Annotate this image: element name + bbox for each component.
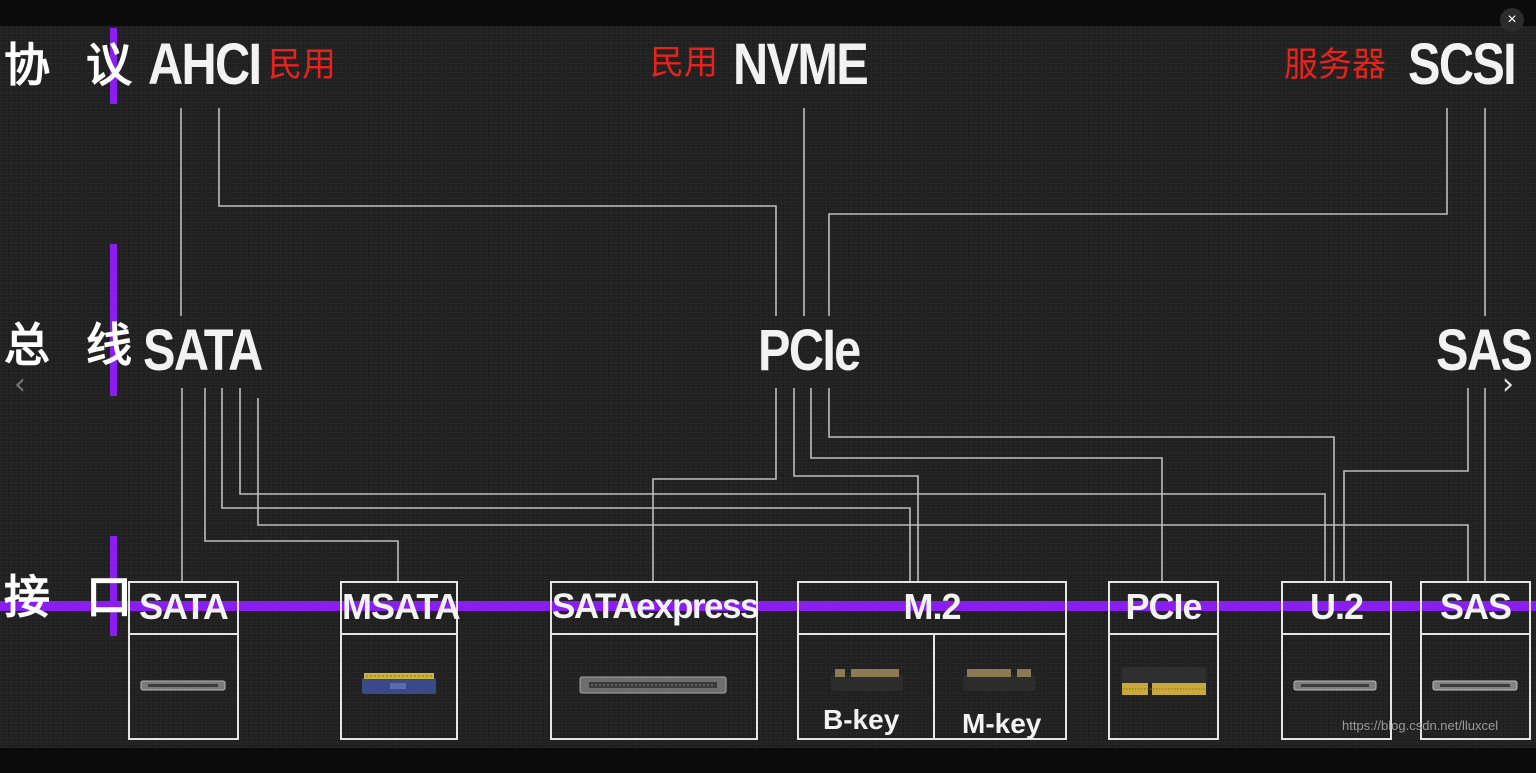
line-scsi-pcie bbox=[828, 108, 1448, 316]
bus-row-bar bbox=[110, 244, 117, 396]
interface-sata-label: SATA bbox=[139, 586, 229, 627]
interface-pcie-label: PCIe bbox=[1125, 586, 1202, 627]
diagram-board: 协 议 总 线 接 口 AHCI 民用 民用 NVME 服务器 SCSI SAT… bbox=[0, 26, 1536, 748]
bus-pcie: PCIe bbox=[758, 318, 861, 383]
interface-pcie: PCIe bbox=[1108, 581, 1219, 740]
prev-arrow-icon[interactable]: ‹ bbox=[14, 367, 26, 402]
pcie-connector-icon bbox=[1122, 667, 1206, 695]
bus-sas: SAS bbox=[1436, 318, 1533, 383]
protocol-scsi: SCSI bbox=[1408, 32, 1517, 97]
interface-msata: MSATA bbox=[340, 581, 461, 740]
line-pciebus-m2 bbox=[793, 388, 919, 581]
bus-sata: SATA bbox=[143, 318, 263, 383]
interface-m2-label: M.2 bbox=[903, 586, 961, 627]
protocol-ahci: AHCI bbox=[148, 32, 262, 97]
line-pciebus-u2 bbox=[828, 388, 1335, 581]
line-pciebus-pcie bbox=[810, 388, 1163, 581]
line-ahci-pcie bbox=[218, 108, 777, 316]
line-satabus-m2 bbox=[221, 388, 911, 581]
u2-connector-icon bbox=[1293, 680, 1377, 691]
protocol-ahci-tag: 民用 bbox=[268, 45, 336, 85]
connection-lines bbox=[180, 108, 1486, 581]
interface-row-bar bbox=[0, 601, 1536, 611]
interface-u2: U.2 bbox=[1281, 581, 1392, 740]
close-button[interactable]: × bbox=[1500, 8, 1524, 32]
interface-m2: M.2 B-key M-key bbox=[797, 581, 1067, 740]
sata-connector-icon bbox=[140, 680, 226, 691]
msata-connector-icon bbox=[362, 673, 436, 694]
m2-mkey-connector-icon bbox=[963, 669, 1035, 691]
line-sasbus-u2 bbox=[1343, 388, 1469, 581]
watermark: https://blog.csdn.net/lluxcel bbox=[1342, 718, 1499, 733]
interface-row-bar-vertical bbox=[110, 536, 117, 636]
sataexpress-connector-icon bbox=[579, 676, 727, 694]
m2-bkey-connector-icon bbox=[831, 669, 903, 691]
row-label-bus: 总 线 bbox=[4, 318, 143, 372]
m2-bkey-label: B-key bbox=[823, 704, 900, 735]
protocol-scsi-tag: 服务器 bbox=[1284, 45, 1386, 85]
protocol-row-bar bbox=[110, 28, 117, 104]
line-satabus-u2 bbox=[239, 388, 1326, 581]
protocol-nvme: NVME bbox=[733, 32, 869, 97]
interface-msata-label: MSATA bbox=[342, 586, 461, 627]
interface-sataexpress: SATAexpress bbox=[550, 581, 759, 740]
protocol-nvme-tag: 民用 bbox=[650, 43, 718, 83]
interface-sataexpress-label: SATAexpress bbox=[552, 587, 759, 626]
row-label-protocol: 协 议 bbox=[4, 38, 143, 92]
interface-sas-label: SAS bbox=[1439, 586, 1512, 627]
interface-sas: SAS bbox=[1420, 581, 1531, 740]
line-satabus-msata bbox=[204, 388, 399, 581]
interface-u2-label: U.2 bbox=[1309, 586, 1364, 627]
next-arrow-icon[interactable]: › bbox=[1502, 367, 1514, 402]
line-satabus-sas bbox=[257, 398, 1469, 581]
row-label-interface: 接 口 bbox=[4, 570, 143, 624]
interface-sata: SATA bbox=[128, 581, 239, 740]
m2-mkey-label: M-key bbox=[962, 708, 1042, 739]
sas-connector-icon bbox=[1432, 680, 1518, 691]
line-pciebus-sataexpress bbox=[652, 388, 777, 581]
